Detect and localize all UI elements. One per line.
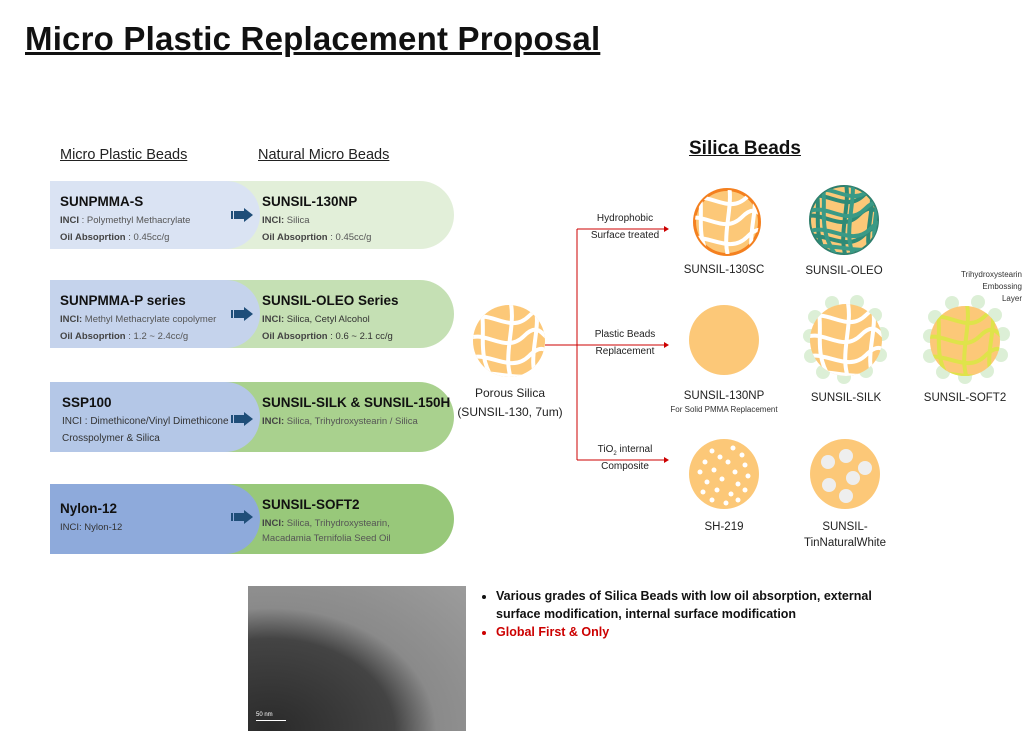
porous-silica-bead [473,305,545,377]
plastic-box [50,280,260,348]
micro-plastic-header: Micro Plastic Beads [60,147,188,163]
porous-silica-sublabel: (SUNSIL-130, 7um) [457,405,563,419]
bullet-list: Various grades of Silica Beads with low … [478,587,876,641]
branch-label-replacement: Replacement [595,346,655,357]
natural-inci-line2: Macadamia Ternifolia Seed Oil [262,533,391,544]
plastic-name: SUNPMMA-P series [60,293,186,308]
plastic-inci: INCI: Methyl Methacrylate copolymer [60,314,217,325]
branch-connector [545,226,669,463]
plastic-box [50,484,260,554]
scale-bar [256,720,286,721]
bead-sunsil-130sc [693,188,761,256]
bead-sunsil-silk [803,295,889,384]
plastic-box [50,181,260,249]
branch-label-composite: Composite [601,461,649,472]
branch-label-hydrophobic: Hydrophobic [596,213,654,224]
bead-label: SH-219 [704,521,744,533]
bead-sunsil-oleo [809,185,879,255]
plastic-inci-line1: INCI : Dimethicone/Vinyl Dimethicone [62,416,229,427]
scale-bar-label: 50 nm [256,712,273,718]
comparison-row: SSP100 INCI : Dimethicone/Vinyl Dimethic… [50,382,454,452]
branch-label-tio2: TiO2 internal [597,444,653,457]
natural-beads-header: Natural Micro Beads [258,147,390,163]
bead-label: SUNSIL-SILK [810,392,882,404]
bullet-item-highlight: Global First & Only [496,623,876,641]
natural-oil: Oil Absoprtion : 0.45cc/g [262,232,372,243]
arrow-right-icon [231,208,253,222]
natural-name: SUNSIL-SILK & SUNSIL-150H [262,395,451,410]
arrow-right-icon [231,412,253,426]
bead-label: SUNSIL- [822,521,868,533]
plastic-oil: Oil Absoprtion : 1.2 ~ 2.4cc/g [60,331,189,342]
silica-beads-title: Silica Beads [689,138,801,159]
branch-label-surface-treated: Surface treated [590,230,660,241]
natural-name: SUNSIL-SOFT2 [262,497,360,512]
natural-inci: INCI: Silica [262,215,310,226]
bead-label: SUNSIL-130NP [683,390,765,402]
arrow-right-icon [231,510,253,524]
plastic-name: SUNPMMA-S [60,194,144,209]
bead-label: TinNaturalWhite [803,537,887,549]
plastic-inci: INCI : Polymethyl Methacrylate [60,215,191,226]
annotation-line: Embossing [982,282,1022,291]
bead-note: For Solid PMMA Replacement [670,405,778,414]
plastic-name: SSP100 [62,395,112,410]
bead-sunsil-tinnaturalwhite [810,439,880,509]
bead-sunsil-soft2 [923,295,1010,384]
comparison-row: Nylon-12 INCI: Nylon-12 SUNSIL-SOFT2 INC… [50,484,454,554]
soft2-annotation: Trihydroxystearin Embossing Layer [930,269,1022,305]
plastic-oil: Oil Absoprtion : 0.45cc/g [60,232,170,243]
bead-label: SUNSIL-130SC [683,264,765,276]
comparison-row: SUNPMMA-S INCI : Polymethyl Methacrylate… [50,181,454,249]
natural-name: SUNSIL-130NP [262,194,358,209]
natural-inci: INCI: Silica, Trihydroxystearin / Silica [262,416,418,427]
arrow-right-icon [231,307,253,321]
annotation-line: Layer [1001,294,1022,303]
bead-sunsil-130np [689,305,759,375]
natural-inci: INCI: Silica, Trihydroxystearin, [262,518,390,529]
natural-inci: INCI: Silica, Cetyl Alcohol [262,314,370,325]
page-title: Micro Plastic Replacement Proposal [25,20,601,57]
bead-sh-219 [689,439,759,509]
plastic-name: Nylon-12 [60,501,118,516]
bullet-item: Various grades of Silica Beads with low … [496,587,876,623]
branch-label-plastic-beads: Plastic Beads [594,329,656,340]
porous-silica-label: Porous Silica [474,386,546,400]
annotation-line: Trihydroxystearin [960,270,1022,279]
plastic-box [50,382,260,452]
natural-name: SUNSIL-OLEO Series [262,293,399,308]
plastic-inci-line2: Crosspolymer & Silica [62,433,160,444]
bead-label: SUNSIL-OLEO [805,265,883,277]
plastic-inci: INCI: Nylon-12 [60,522,123,533]
comparison-row: SUNPMMA-P series INCI: Methyl Methacryla… [50,280,454,348]
bead-label: SUNSIL-SOFT2 [923,392,1007,404]
natural-oil: Oil Absoprtion : 0.6 ~ 2.1 cc/g [262,331,393,342]
tem-micrograph: 50 nm [248,586,466,731]
